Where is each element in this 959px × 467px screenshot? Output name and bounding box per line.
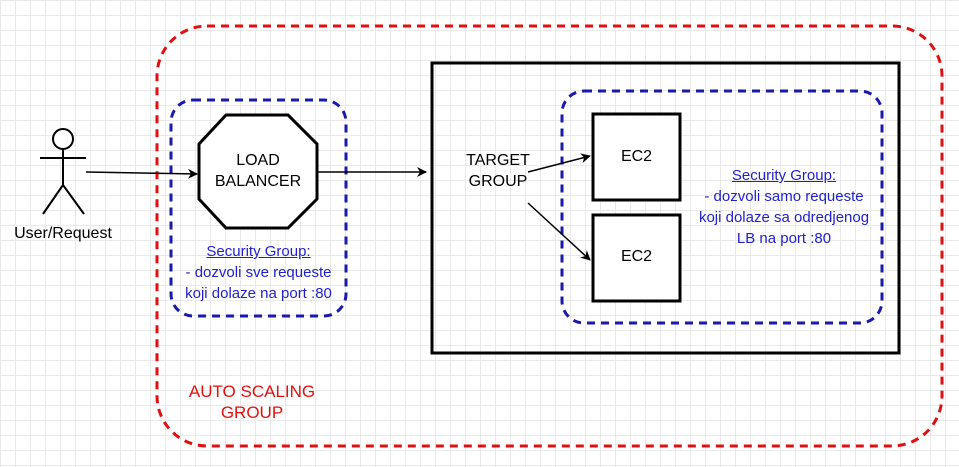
lb-security-group-label: Security Group: - dozvoli sve requeste k… <box>165 241 352 304</box>
auto-scaling-group-label-line1: AUTO SCALING <box>188 382 316 401</box>
lb-security-group-boundary[interactable] <box>169 98 348 318</box>
load-balancer-octagon[interactable] <box>197 113 319 230</box>
lb-security-group-line2: koji dolaze na port :80 <box>185 285 332 302</box>
auto-scaling-group-container[interactable] <box>155 24 944 448</box>
user-actor-icon[interactable] <box>40 128 86 215</box>
target-group-to-ec2-top-arrow[interactable] <box>527 153 591 173</box>
target-group-label-line2: GROUP <box>468 173 528 190</box>
target-group-to-ec2-bottom-arrow[interactable] <box>527 202 591 261</box>
load-balancer-label-line2: BALANCER <box>214 173 302 190</box>
ec2-security-group-line1: - dozvoli samo requeste <box>704 188 864 205</box>
user-to-lb-arrow[interactable] <box>85 168 198 179</box>
auto-scaling-group-label-line2: GROUP <box>220 403 284 422</box>
load-balancer-label: LOAD BALANCER <box>199 150 317 192</box>
ec2-instance-bottom[interactable] <box>591 213 682 303</box>
ec2-security-group-label: Security Group: - dozvoli samo requeste … <box>684 165 884 249</box>
ec2-security-group-line3: LB na port :80 <box>736 230 832 247</box>
actor-label: User/Request <box>14 225 112 242</box>
ec2-instance-top[interactable] <box>591 112 682 202</box>
ec2-bottom-label: EC2 <box>620 248 653 265</box>
target-group-label: TARGET GROUP <box>442 150 554 192</box>
ec2-security-group-line2: koji dolaze sa odredjenog <box>698 209 870 226</box>
lb-security-group-title: Security Group: <box>206 243 311 260</box>
target-group-label-line1: TARGET <box>466 152 530 169</box>
lb-security-group-line1: - dozvoli sve requeste <box>185 264 332 281</box>
ec2-security-group-title: Security Group: <box>731 167 837 184</box>
target-group-box[interactable] <box>430 61 901 355</box>
load-balancer-label-line1: LOAD <box>236 152 280 169</box>
ec2-top-label: EC2 <box>620 148 653 165</box>
auto-scaling-group-label: AUTO SCALING GROUP <box>172 381 332 423</box>
